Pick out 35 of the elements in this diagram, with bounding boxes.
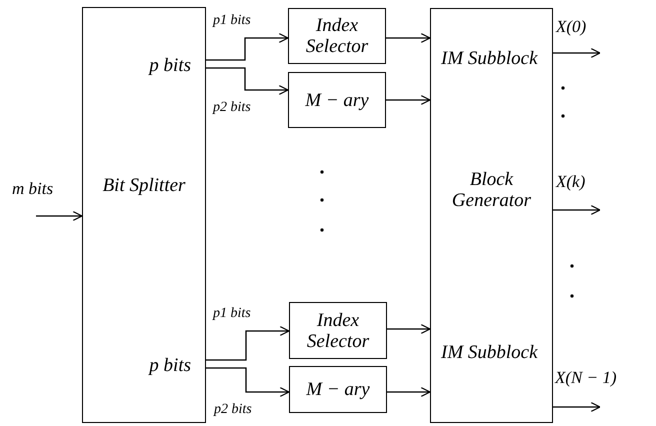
box-label: Index Selector [304,15,370,57]
edge-label: X(0) [556,18,586,36]
edge-label: X(k) [556,173,586,191]
box-label: Block Generator [450,169,532,211]
box-label: p bits [147,355,191,376]
edge-label: p2 bits [213,99,251,117]
arrow [553,204,601,216]
process-box [289,302,387,359]
arrow [553,402,601,412]
process-box [288,72,386,128]
box-label: Index Selector [306,310,370,352]
process-box [430,8,553,423]
process-box [288,8,386,64]
box-label: Bit Splitter [102,175,186,196]
box-label: M − ary [305,379,371,400]
process-box [82,7,206,423]
arrow [206,367,290,398]
arrow [36,210,83,222]
arrow [206,67,289,96]
box-label: IM Subblock [441,48,539,69]
box-label: M − ary [304,90,370,110]
edge-label: p1 bits [213,12,251,30]
arrow [386,32,431,44]
arrow [387,386,431,398]
arrow [553,48,601,58]
box-label: p bits [147,55,191,76]
arrow [206,32,289,61]
arrow [387,324,431,334]
process-box [289,366,387,413]
arrow [386,94,431,106]
edge-label: p2 bits [214,401,252,419]
box-label: IM Subblock [441,342,539,363]
edge-label: p1 bits [213,305,251,323]
arrow [206,326,290,361]
edge-label: X(N − 1) [555,369,617,387]
